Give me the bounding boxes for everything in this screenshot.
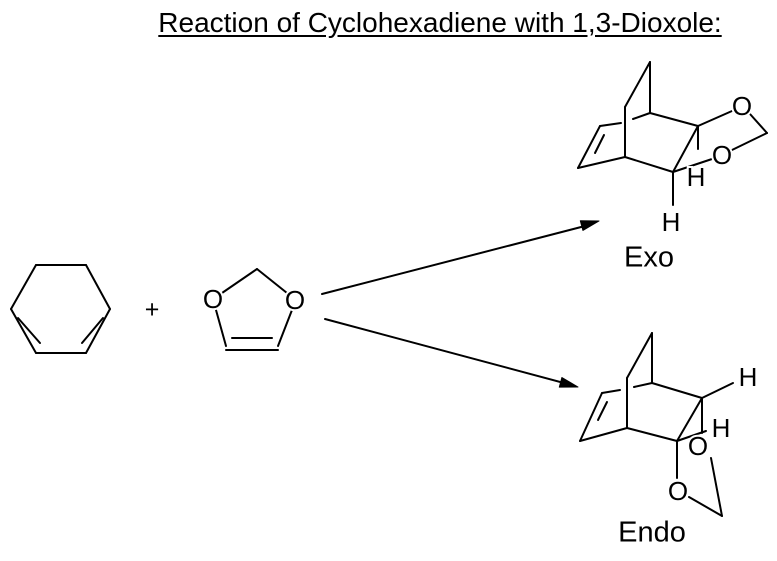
plus-sign: + (144, 295, 160, 324)
atom-label-O: O (688, 431, 708, 461)
bond (626, 332, 653, 379)
bond (672, 158, 713, 173)
bond (10, 264, 37, 310)
bond (81, 317, 104, 344)
atom-label-H: H (687, 162, 706, 192)
atom-label-O: O (732, 91, 752, 121)
bond (599, 122, 622, 127)
bond (221, 268, 258, 294)
bond (624, 61, 651, 108)
bond (579, 427, 628, 442)
bond (17, 317, 41, 344)
arrowhead-icon (558, 377, 579, 388)
arrow-shaft (324, 318, 565, 384)
bond (676, 430, 707, 442)
molecule-cyclohexadiene (10, 264, 111, 354)
bond (277, 309, 293, 347)
arrow-shaft (321, 225, 586, 295)
atom-label-H: H (712, 413, 731, 443)
bond (731, 132, 768, 151)
bond (215, 309, 227, 347)
bond (597, 401, 608, 421)
atom-label-O: O (285, 285, 305, 315)
bond (577, 125, 601, 169)
bond (577, 156, 626, 169)
exo-label: Exo (624, 241, 674, 274)
atom-label-H: H (662, 207, 681, 237)
endo-label: Endo (618, 516, 686, 549)
bond (633, 382, 653, 388)
reaction-arrow-exo (321, 220, 600, 295)
atom-label-O: O (712, 140, 732, 170)
atom-label-O: O (668, 476, 688, 506)
bond (676, 397, 703, 442)
bond (710, 457, 723, 517)
bond (701, 382, 734, 399)
bond (697, 110, 733, 127)
bond (651, 382, 703, 399)
bond (688, 496, 723, 517)
atom-label-O: O (203, 284, 223, 314)
bond (632, 112, 651, 120)
bond (256, 268, 288, 294)
bond (594, 134, 605, 154)
bond (85, 308, 111, 354)
reaction-arrow-endo (324, 318, 579, 388)
atom-label-H: H (739, 362, 758, 392)
bond (626, 427, 678, 442)
bond (749, 113, 768, 134)
bond (649, 112, 699, 127)
bond (579, 392, 603, 442)
bond (85, 264, 111, 310)
bond (624, 156, 674, 173)
scheme-title: Reaction of Cyclohexadiene with 1,3-Diox… (158, 7, 722, 38)
bond (10, 308, 37, 354)
bond (601, 389, 621, 394)
bond (672, 125, 699, 173)
arrowhead-icon (579, 220, 600, 231)
